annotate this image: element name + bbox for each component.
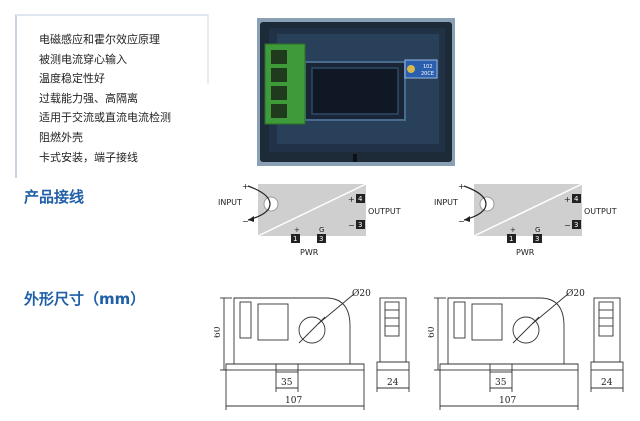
feature-panel: 电磁感应和霍尔效应原理 被测电流穿心输入 温度稳定性好 过载能力强、高隔离 适用… [15,14,209,178]
total-width-label: 107 [285,396,302,406]
diameter-label: Ø20 [352,288,371,299]
pwr-g-label: G [535,226,540,234]
feature-item: 阻燃外壳 [39,130,83,144]
dimension-drawing: Ø20 60 35 107 24 [214,288,410,410]
output-minus-label: − [348,221,355,230]
feature-item: 过载能力强、高隔离 [39,91,138,105]
height-label: 60 [214,326,223,338]
pot-label-1: 102 [423,64,433,70]
pwr-label: PWR [516,248,535,257]
pwr-plus-terminal: 1 [509,235,513,243]
input-minus-label: − [242,217,249,226]
inner-width-label: 35 [495,378,507,388]
pwr-g-terminal: 3 [535,235,539,243]
output-plus-label: + [564,195,571,204]
pwr-label: PWR [300,248,319,257]
pot-label-2: 20CE [421,71,434,77]
output-minus-label: − [564,221,571,230]
feature-item: 被测电流穿心输入 [39,52,127,66]
wiring-diagram: + INPUT − + 4 OUTPUT − 3 + 1 G 3 PWR [218,182,401,257]
depth-label: 24 [387,378,399,388]
dimension-drawing: Ø20 60 35 107 24 [428,288,624,410]
pwr-plus-label: + [294,226,300,234]
output-label: OUTPUT [368,207,401,216]
input-label: INPUT [218,198,242,207]
total-width-label: 107 [499,396,516,406]
output-plus-terminal: 4 [574,195,579,203]
output-minus-terminal: 3 [358,221,362,229]
pwr-plus-terminal: 1 [293,235,297,243]
feature-item: 适用于交流或直流电流检测 [39,111,171,125]
feature-item: 卡式安装，端子接线 [39,150,138,164]
pwr-g-label: G [319,226,324,234]
height-label: 60 [428,326,437,338]
product-photo: 102 20CE [257,18,455,166]
pwr-g-terminal: 3 [319,235,323,243]
diameter-label: Ø20 [566,288,585,299]
input-plus-label: + [242,182,249,191]
input-label: INPUT [434,198,458,207]
feature-item: 电磁感应和霍尔效应原理 [39,33,160,46]
pwr-plus-label: + [510,226,516,234]
depth-label: 24 [601,378,613,388]
output-minus-terminal: 3 [574,221,578,229]
panel-divider [207,14,209,84]
inner-width-label: 35 [281,378,293,388]
dimensions-heading: 外形尺寸（mm） [24,290,146,308]
input-minus-label: − [458,217,465,226]
output-label: OUTPUT [584,207,617,216]
output-plus-terminal: 4 [358,195,363,203]
feature-item: 温度稳定性好 [39,72,105,86]
input-plus-label: + [458,182,465,191]
wiring-heading: 产品接线 [24,188,85,206]
feature-list: 电磁感应和霍尔效应原理 被测电流穿心输入 温度稳定性好 过载能力强、高隔离 适用… [17,16,207,167]
output-plus-label: + [348,195,355,204]
wiring-diagram: + INPUT − + 4 OUTPUT − 3 + 1 G 3 PWR [434,182,617,257]
